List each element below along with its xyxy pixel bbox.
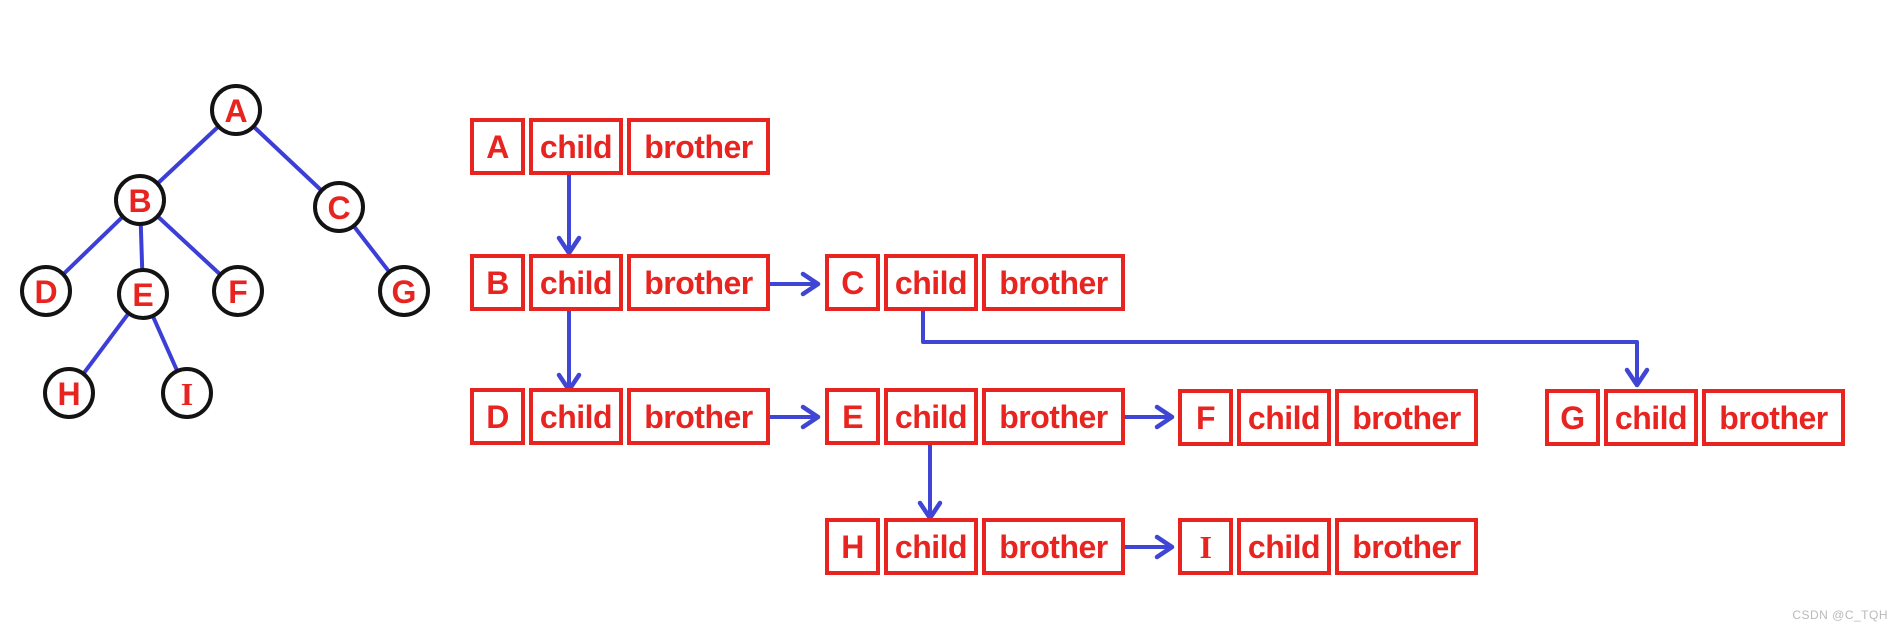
tree-node-label-h: H [57, 376, 80, 412]
child-pointer-cell: child [884, 388, 978, 445]
tree-node-a: A [210, 84, 262, 136]
tree-node-g: G [378, 265, 430, 317]
list-node-g: G child brother [1545, 389, 1845, 446]
tree-node-label-e: E [132, 277, 153, 313]
child-pointer-cell: child [529, 254, 623, 311]
child-pointer-cell: child [529, 118, 623, 175]
data-cell: B [470, 254, 525, 311]
tree-nodes: A B C D E F G [20, 84, 430, 419]
data-cell: D [470, 388, 525, 445]
list-node-b: B child brother [470, 254, 770, 311]
list-node-c: C child brother [825, 254, 1125, 311]
tree-node-circle-e [117, 268, 169, 320]
child-pointer-cell: child [1237, 389, 1331, 446]
tree-node-circle-f [212, 265, 264, 317]
child-pointer-cell: child [529, 388, 623, 445]
tree-node-circle-h [43, 367, 95, 419]
list-node-f: F child brother [1178, 389, 1478, 446]
tree-node-circle-c [313, 181, 365, 233]
tree-node-label-f: F [228, 274, 248, 310]
tree-node-label-g: G [392, 274, 417, 310]
brother-pointer-cell: brother [1335, 389, 1478, 446]
list-node-e: E child brother [825, 388, 1125, 445]
tree-node-circle-i [161, 367, 213, 419]
tree-node-i: I [161, 367, 213, 419]
child-pointer-cell: child [884, 518, 978, 575]
tree-node-circle-a [210, 84, 262, 136]
tree-node-d: D [20, 265, 72, 317]
brother-pointer-cell: brother [627, 388, 770, 445]
tree-node-label-a: A [224, 93, 247, 129]
tree-node-label-i: I [181, 376, 193, 412]
data-cell: C [825, 254, 880, 311]
tree-edges [44, 108, 406, 395]
tree-node-circle-b [114, 174, 166, 226]
tree-node-h: H [43, 367, 95, 419]
data-cell: E [825, 388, 880, 445]
data-cell: G [1545, 389, 1600, 446]
brother-pointer-cell: brother [982, 518, 1125, 575]
child-pointer-cell: child [884, 254, 978, 311]
child-pointer-cell: child [1604, 389, 1698, 446]
brother-pointer-cell: brother [627, 254, 770, 311]
watermark: CSDN @C_TQH [1792, 608, 1888, 622]
tree-node-label-d: D [34, 274, 57, 310]
data-cell: H [825, 518, 880, 575]
brother-pointer-cell: brother [1702, 389, 1845, 446]
tree-node-circle-g [378, 265, 430, 317]
tree-node-f: F [212, 265, 264, 317]
tree-node-e: E [117, 268, 169, 320]
child-arrow-c-g [921, 296, 1650, 388]
tree-node-label-c: C [327, 190, 350, 226]
child-arrows [556, 156, 1650, 521]
tree-node-circle-d [20, 265, 72, 317]
list-node-i: I child brother [1178, 518, 1478, 575]
data-cell: F [1178, 389, 1233, 446]
brother-pointer-cell: brother [627, 118, 770, 175]
child-pointer-cell: child [1237, 518, 1331, 575]
list-node-a: A child brother [470, 118, 770, 175]
list-node-d: D child brother [470, 388, 770, 445]
data-cell: A [470, 118, 525, 175]
brother-pointer-cell: brother [982, 388, 1125, 445]
data-cell: I [1178, 518, 1233, 575]
brother-pointer-cell: brother [1335, 518, 1478, 575]
tree-node-label-b: B [128, 183, 151, 219]
brother-pointer-cell: brother [982, 254, 1125, 311]
list-node-h: H child brother [825, 518, 1125, 575]
tree-node-b: B [114, 174, 166, 226]
tree-node-c: C [313, 181, 365, 233]
